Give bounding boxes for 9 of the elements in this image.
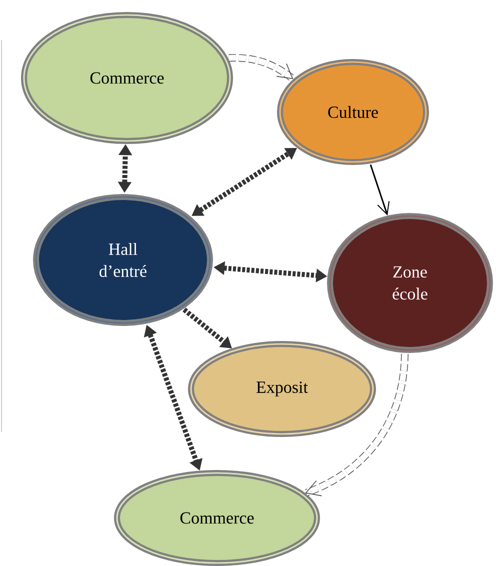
ellipse-node: Hall d’entré — [33, 194, 213, 326]
ellipse-node: Exposit — [188, 341, 376, 437]
arrow — [304, 354, 408, 496]
arrow — [370, 164, 390, 216]
ellipse-node: Commerce — [114, 470, 320, 566]
ellipse-node: Commerce — [21, 12, 233, 144]
arrow — [228, 54, 294, 82]
ellipse-node: Culture — [277, 59, 429, 165]
ellipse-node: Zone école — [327, 213, 493, 353]
